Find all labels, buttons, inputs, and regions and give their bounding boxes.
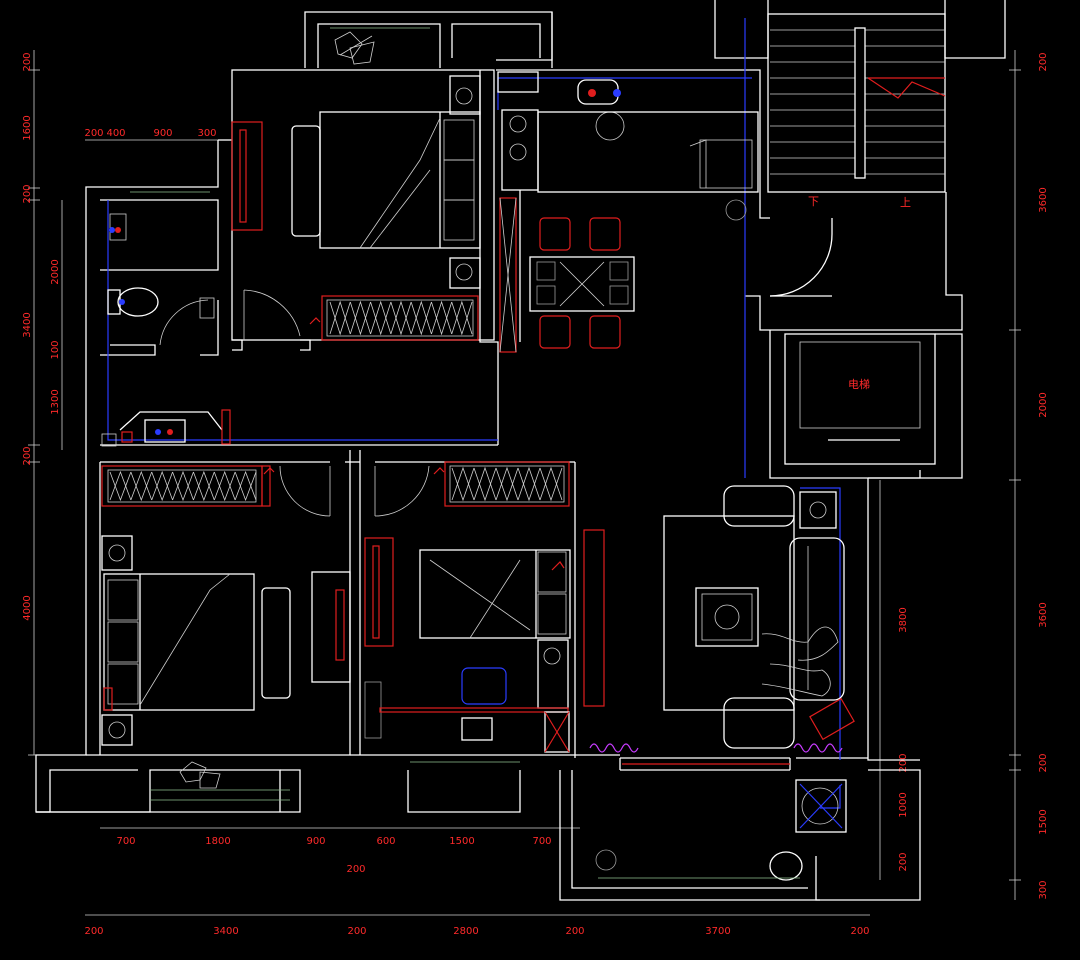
dimension-label: 3400 [213, 926, 238, 937]
dimension-label: 3800 [898, 607, 909, 632]
dimension-label: 200 [84, 926, 103, 937]
master-bedroom [231, 75, 481, 341]
dimension-label: 1800 [205, 836, 230, 847]
walls [35, 0, 1006, 901]
dimension-labels: 200 1600 200 3400 200 4000 2000 100 1300 200 3600 2… [22, 52, 1049, 937]
dimension-label: 2000 [50, 259, 61, 284]
dimension-label: 3700 [705, 926, 730, 937]
dimension-label: 100 [50, 340, 61, 359]
bathroom [101, 213, 231, 447]
dimension-label: 400 [106, 128, 125, 139]
dimension-label: 700 [116, 836, 135, 847]
dining-table [529, 217, 635, 349]
dimension-label: 900 [153, 128, 172, 139]
window-lines [130, 27, 800, 879]
dimension-label: 200 [1038, 52, 1049, 71]
dimension-label: 2000 [1038, 392, 1049, 417]
plant-bottom-balcony [179, 761, 221, 789]
dimension-label: 1000 [898, 792, 909, 817]
dimension-label: 1500 [449, 836, 474, 847]
elevator-label: 电梯 [848, 378, 870, 391]
radiators [589, 743, 843, 753]
water-pipes [107, 18, 841, 809]
dimension-label: 200 [565, 926, 584, 937]
dimension-label: 200 [1038, 753, 1049, 772]
dimension-label: 200 [850, 926, 869, 937]
dimension-label: 200 [22, 184, 33, 203]
dimension-label: 1500 [1038, 809, 1049, 834]
dimension-lines [28, 50, 1021, 916]
dimension-label: 2800 [453, 926, 478, 937]
dimension-label: 600 [376, 836, 395, 847]
stair-up-label: 上 [900, 196, 911, 209]
dimension-label: 1300 [50, 389, 61, 414]
dimension-label: 300 [1038, 880, 1049, 899]
entry-door [769, 218, 833, 297]
staircase: 下 上 电梯 [770, 27, 946, 391]
dimension-label: 200 [22, 52, 33, 71]
dimension-label: 1600 [22, 115, 33, 140]
dimension-label: 200 [22, 446, 33, 465]
kitchen [497, 71, 759, 353]
dimension-label: 200 [347, 926, 366, 937]
bedroom-3 [364, 461, 605, 753]
dimension-label: 3400 [22, 312, 33, 337]
dimension-label: 200 [346, 864, 365, 875]
dimension-label: 200 [898, 753, 909, 772]
dimension-label: 200 [84, 128, 103, 139]
plant-top-balcony [334, 31, 375, 65]
living-room [619, 485, 855, 770]
dimension-label: 200 [898, 852, 909, 871]
dimension-label: 4000 [22, 595, 33, 620]
bedroom-2 [101, 465, 351, 746]
service-balcony [595, 779, 847, 881]
dimension-label: 3600 [1038, 187, 1049, 212]
dimension-label: 300 [197, 128, 216, 139]
stair-down-label: 下 [808, 195, 819, 208]
dimension-label: 3600 [1038, 602, 1049, 627]
dimension-label: 700 [532, 836, 551, 847]
dimension-label: 900 [306, 836, 325, 847]
